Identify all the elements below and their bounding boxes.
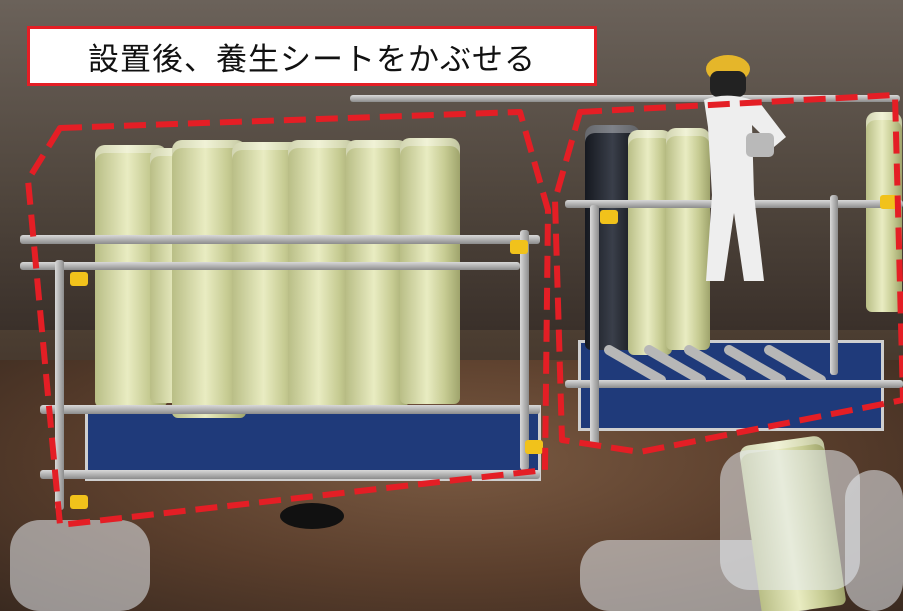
plastic-sheet (10, 520, 150, 611)
scaffold-post (590, 205, 599, 445)
caption-box: 設置後、養生シートをかぶせる (27, 26, 597, 86)
worker-figure (704, 55, 786, 281)
clamp (70, 272, 88, 286)
plastic-sheet (720, 450, 860, 590)
scaffold-post (830, 195, 838, 375)
right-tube-1 (628, 130, 672, 355)
left-group-outline (25, 109, 551, 528)
caption-text: 設置後、養生シートをかぶせる (88, 41, 536, 78)
scaffold-pipe (20, 262, 520, 270)
clamp (880, 195, 898, 209)
clamp (70, 495, 88, 509)
left-tray (85, 405, 541, 481)
scaffold-pipe (40, 405, 540, 414)
scaffold-post (55, 260, 64, 510)
scaffold-pipe (565, 380, 903, 388)
left-tube-6 (346, 140, 408, 408)
scaffold-pipe (20, 235, 540, 244)
clamp (510, 240, 528, 254)
right-group-outline (552, 92, 903, 455)
scaffold-post (520, 230, 529, 470)
floor-drain (280, 503, 344, 529)
scaffold-pipe (40, 470, 540, 479)
right-tube-2 (666, 128, 710, 350)
plastic-sheet (845, 470, 903, 611)
clamp (525, 440, 543, 454)
scaffold-pipe (350, 95, 900, 102)
left-tube-5 (288, 140, 356, 412)
left-tube-7 (400, 138, 460, 404)
clamp (600, 210, 618, 224)
